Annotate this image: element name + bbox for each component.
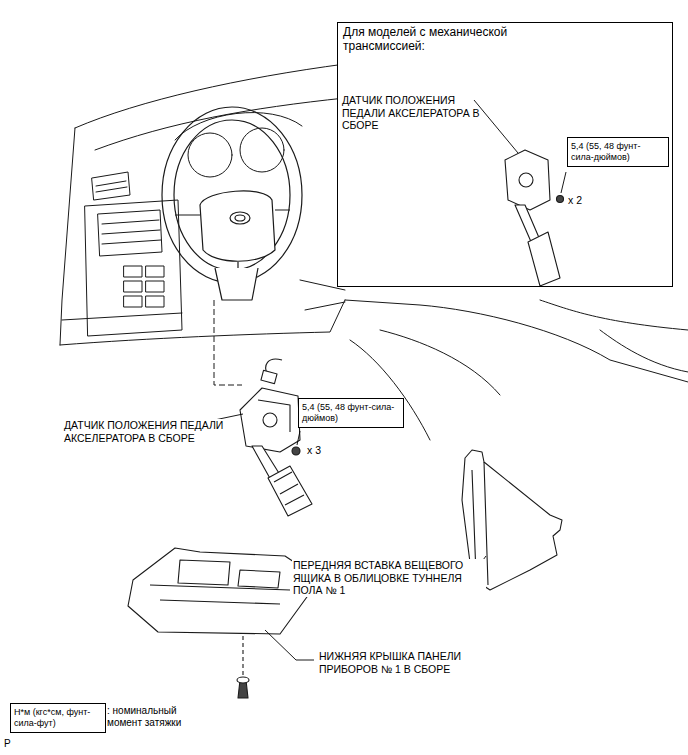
cover-detail [238, 570, 280, 588]
pedal-bracket [240, 388, 300, 452]
gauge [240, 128, 284, 172]
leader-lines [186, 100, 566, 660]
cover-detail [178, 560, 230, 585]
nut [557, 196, 564, 203]
pad-ribs [274, 472, 304, 505]
torque-spec-box: 5,4 (55, 48 фунт-сила-дюймов) [298, 398, 404, 428]
inset-pedal-assembly [505, 150, 564, 286]
console-edge [380, 330, 500, 395]
variant-inset-box: Для моделей с механической трансмиссией:… [337, 22, 673, 287]
wheel-spokes [175, 210, 290, 270]
part-name: НИЖНЯЯ КРЫШКА ПАНЕЛИ ПРИБОРОВ № 1 В СБОР… [318, 650, 488, 675]
vent-slats [96, 181, 127, 192]
part-name: ДАТЧИК ПОЛОЖЕНИЯ ПЕДАЛИ АКСЕЛЕРАТОРА В С… [342, 94, 500, 132]
wheel-rim [162, 107, 302, 283]
leader-line [474, 100, 518, 153]
leader-line [265, 630, 314, 660]
logo [230, 212, 250, 224]
nut [292, 447, 300, 455]
part-name: ДАТЧИК ПОЛОЖЕНИЯ ПЕДАЛИ АКСЕЛЕРАТОРА В С… [63, 419, 225, 444]
bracket-detail [258, 400, 290, 432]
bolt-count: x 3 [306, 444, 322, 457]
torque-value: 5,4 (55, 48 фунт-сила-дюймов) [571, 141, 663, 163]
dash-edge [60, 128, 75, 345]
cluster-hood [175, 112, 302, 140]
pedal-pad [528, 232, 560, 286]
inset-ground [337, 22, 673, 287]
page-marker: P [3, 738, 12, 750]
steering-column [215, 268, 258, 300]
screw-head [237, 677, 249, 683]
dash-edge [75, 64, 345, 128]
wheel-rim [174, 120, 290, 270]
cover-outline [128, 548, 312, 634]
gauge [188, 133, 232, 177]
switch [146, 281, 164, 292]
legend-description: : номинальный момент затяжки [106, 705, 210, 729]
switch [124, 281, 142, 292]
torque-spec-box: 5,4 (55, 48 фунт-сила-дюймов) [567, 137, 669, 167]
leader-line [561, 172, 566, 193]
seat-edge [540, 300, 688, 330]
dash-edge [62, 313, 182, 320]
connector [261, 370, 277, 383]
switch [124, 266, 142, 277]
part-name: ПЕРЕДНЯЯ ВСТАВКА ВЕЩЕВОГО ЯЩИКА В ОБЛИЦО… [292, 559, 486, 597]
position-line [214, 300, 242, 385]
lower-cover [128, 548, 312, 698]
bolt-count: x 2 [568, 194, 582, 207]
switch [146, 266, 164, 277]
vent-slats [102, 220, 161, 244]
wheel-hub [200, 191, 275, 261]
pedal-bracket [505, 150, 550, 210]
inset-heading: Для моделей с механической трансмиссией: [343, 25, 525, 54]
leader-line [297, 431, 300, 445]
console-edge [345, 300, 688, 382]
pedal-assembly [240, 359, 312, 516]
logo [235, 215, 245, 221]
seat-edge [600, 330, 688, 372]
steering-wheel [162, 107, 302, 300]
sensor [263, 413, 277, 427]
sensor [519, 173, 533, 187]
torque-value: 5,4 (55, 48 фунт-сила-дюймов) [302, 402, 398, 424]
switch [124, 296, 142, 307]
switch [146, 296, 164, 307]
dash-lower-edge [60, 300, 345, 345]
screw-axis [242, 636, 243, 676]
air-vent [92, 172, 130, 200]
air-vent [98, 210, 162, 256]
legend-unit: Н*м (кгс*см, фунт-сила-фут) [14, 707, 100, 729]
legend-torque-box: Н*м (кгс*см, фунт-сила-фут) [10, 703, 106, 733]
dash-edge [95, 98, 345, 150]
pedal-pad [268, 466, 312, 516]
